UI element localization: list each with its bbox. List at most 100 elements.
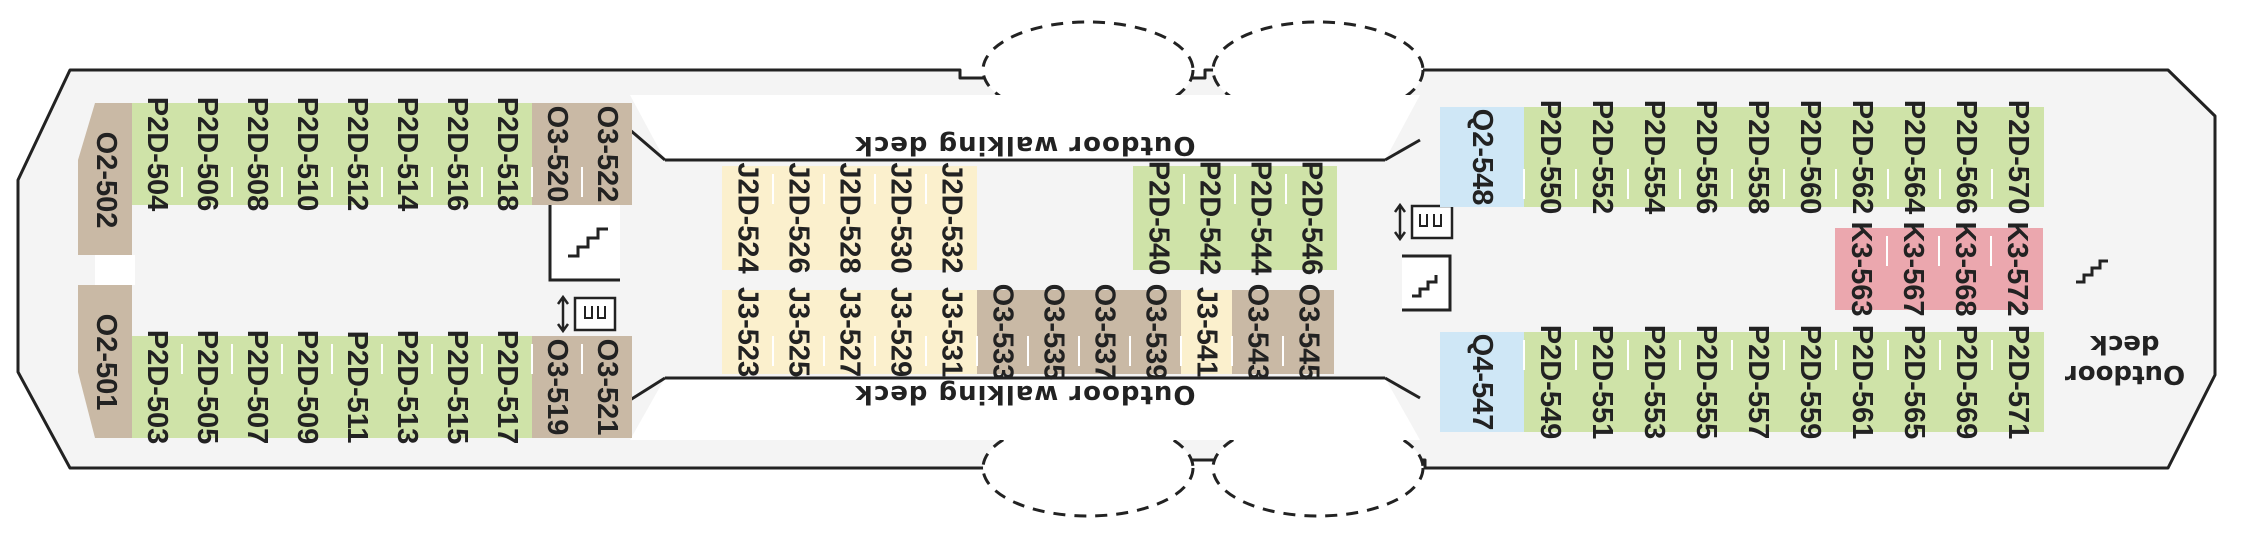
walking-deck-bottom xyxy=(630,378,1420,440)
cabin[interactable]: P2D-544 xyxy=(1234,161,1286,275)
cabin[interactable]: J3-541 xyxy=(1180,287,1232,377)
cabin[interactable]: P2D-507 xyxy=(231,330,282,444)
cabin[interactable]: O3-535 xyxy=(1027,284,1079,381)
cabin[interactable]: P2D-552 xyxy=(1575,100,1628,214)
cabin[interactable]: O3-522 xyxy=(581,103,632,205)
cabin-label: P2D-566 xyxy=(1950,100,1982,214)
cabin[interactable]: P2D-553 xyxy=(1627,325,1680,439)
cabin[interactable]: K3-563 xyxy=(1835,221,1887,317)
cabin-cell xyxy=(78,285,132,438)
cabin[interactable]: O2-501 xyxy=(78,285,132,438)
cabin[interactable]: P2D-564 xyxy=(1887,100,1940,214)
cabin-cell xyxy=(232,336,282,438)
cabin-cell xyxy=(875,166,926,270)
cabin[interactable]: J2D-524 xyxy=(722,162,773,274)
cabin-cell xyxy=(482,103,532,205)
cabin[interactable]: O3-537 xyxy=(1078,284,1130,381)
cabin[interactable]: J3-525 xyxy=(772,287,824,377)
cabin[interactable]: P2D-555 xyxy=(1679,325,1732,439)
cabin[interactable]: P2D-550 xyxy=(1523,100,1576,214)
cabin[interactable]: P2D-514 xyxy=(381,97,432,211)
cabin[interactable]: P2D-546 xyxy=(1285,161,1337,275)
cabin-label: P2D-551 xyxy=(1586,325,1618,439)
cabin-label: P2D-546 xyxy=(1296,161,1328,275)
walking-deck-top xyxy=(630,95,1420,160)
cabin[interactable]: P2D-510 xyxy=(281,97,332,211)
cabin[interactable]: P2D-517 xyxy=(481,330,532,444)
cabin[interactable]: P2D-508 xyxy=(231,97,282,211)
cabin[interactable]: P2D-558 xyxy=(1731,100,1784,214)
cabin[interactable]: P2D-515 xyxy=(431,330,482,444)
cabin[interactable]: P2D-562 xyxy=(1835,100,1888,214)
cabin-cell xyxy=(1784,332,1836,432)
cabin[interactable]: J3-531 xyxy=(925,287,977,377)
cabin-cell xyxy=(1079,290,1130,374)
cabin[interactable]: K3-568 xyxy=(1938,221,1991,317)
cabin[interactable]: P2D-556 xyxy=(1679,100,1732,214)
cabin[interactable]: O3-539 xyxy=(1129,284,1181,381)
cabin[interactable]: P2D-549 xyxy=(1523,325,1576,439)
cabin[interactable]: P2D-540 xyxy=(1133,161,1184,275)
cabin[interactable]: P2D-559 xyxy=(1783,325,1836,439)
cabin[interactable]: Q4-547 xyxy=(1440,332,1524,432)
cabin[interactable]: J2D-532 xyxy=(925,162,977,274)
cabin[interactable]: P2D-569 xyxy=(1939,325,1992,439)
cabin[interactable]: P2D-561 xyxy=(1835,325,1888,439)
cabin[interactable]: O3-543 xyxy=(1231,284,1283,381)
cabin-label: P2D-554 xyxy=(1638,100,1670,214)
cabin[interactable]: P2D-518 xyxy=(481,97,532,211)
cabin[interactable]: K3-567 xyxy=(1886,221,1939,317)
cabin[interactable]: P2D-504 xyxy=(132,97,182,211)
cabin-label: O3-543 xyxy=(1242,284,1274,381)
cabin-label: O2-501 xyxy=(90,314,122,411)
cabin[interactable]: Q2-548 xyxy=(1440,107,1524,207)
cabin[interactable]: P2D-506 xyxy=(181,97,232,211)
cabin[interactable]: J3-527 xyxy=(823,287,875,377)
cabin-label: J2D-528 xyxy=(834,162,866,273)
cabin[interactable]: P2D-560 xyxy=(1783,100,1836,214)
cabin[interactable]: J2D-528 xyxy=(823,162,875,274)
cabin[interactable]: O3-519 xyxy=(531,336,582,438)
cabin[interactable]: O3-521 xyxy=(581,336,632,438)
cabin[interactable]: P2D-566 xyxy=(1939,100,1992,214)
cabin[interactable]: P2D-554 xyxy=(1627,100,1680,214)
cabin-cell xyxy=(824,166,875,270)
cabin-label: P2D-517 xyxy=(491,330,523,444)
stairs-icon xyxy=(548,200,626,282)
cabin[interactable]: O3-533 xyxy=(976,284,1028,381)
cabin[interactable]: J3-523 xyxy=(722,287,773,377)
cabin-label: J2D-530 xyxy=(885,162,917,273)
cabin[interactable]: O3-545 xyxy=(1282,284,1334,381)
cabin-cell xyxy=(532,336,582,438)
cabin[interactable]: P2D-503 xyxy=(132,330,182,444)
outdoor-deck-label: Outdoor xyxy=(2065,359,2185,389)
cabin-cell xyxy=(1028,290,1079,374)
cabin[interactable]: P2D-557 xyxy=(1731,325,1784,439)
cabin[interactable]: O2-502 xyxy=(78,103,132,255)
cabin-cell xyxy=(926,290,977,374)
cabin[interactable]: P2D-509 xyxy=(281,330,332,444)
cabin-cell xyxy=(132,103,182,205)
cabin[interactable]: P2D-565 xyxy=(1887,325,1940,439)
cabin[interactable]: K3-572 xyxy=(1990,221,2043,317)
cabin[interactable]: P2D-570 xyxy=(1991,100,2044,214)
cabin[interactable]: P2D-512 xyxy=(331,97,382,211)
cabin[interactable]: P2D-516 xyxy=(431,97,482,211)
cabin[interactable]: J2D-530 xyxy=(874,162,926,274)
cabin-label: P2D-560 xyxy=(1794,100,1826,214)
cabin-cell xyxy=(875,290,926,374)
cabin[interactable]: P2D-511 xyxy=(331,331,382,444)
cabin[interactable]: P2D-571 xyxy=(1991,325,2044,439)
cabin[interactable]: P2D-542 xyxy=(1183,161,1235,275)
cabin-cell xyxy=(282,336,332,438)
cabin[interactable]: P2D-551 xyxy=(1575,325,1628,439)
cabin[interactable]: P2D-513 xyxy=(381,330,432,444)
cabin-cell xyxy=(1732,332,1784,432)
cabin-cell xyxy=(78,103,132,255)
cabin[interactable]: J2D-526 xyxy=(772,162,824,274)
cabin-label: P2D-514 xyxy=(391,97,423,211)
cabin[interactable]: J3-529 xyxy=(874,287,926,377)
cabin[interactable]: O3-520 xyxy=(531,103,582,205)
cabin[interactable]: P2D-505 xyxy=(181,330,232,444)
